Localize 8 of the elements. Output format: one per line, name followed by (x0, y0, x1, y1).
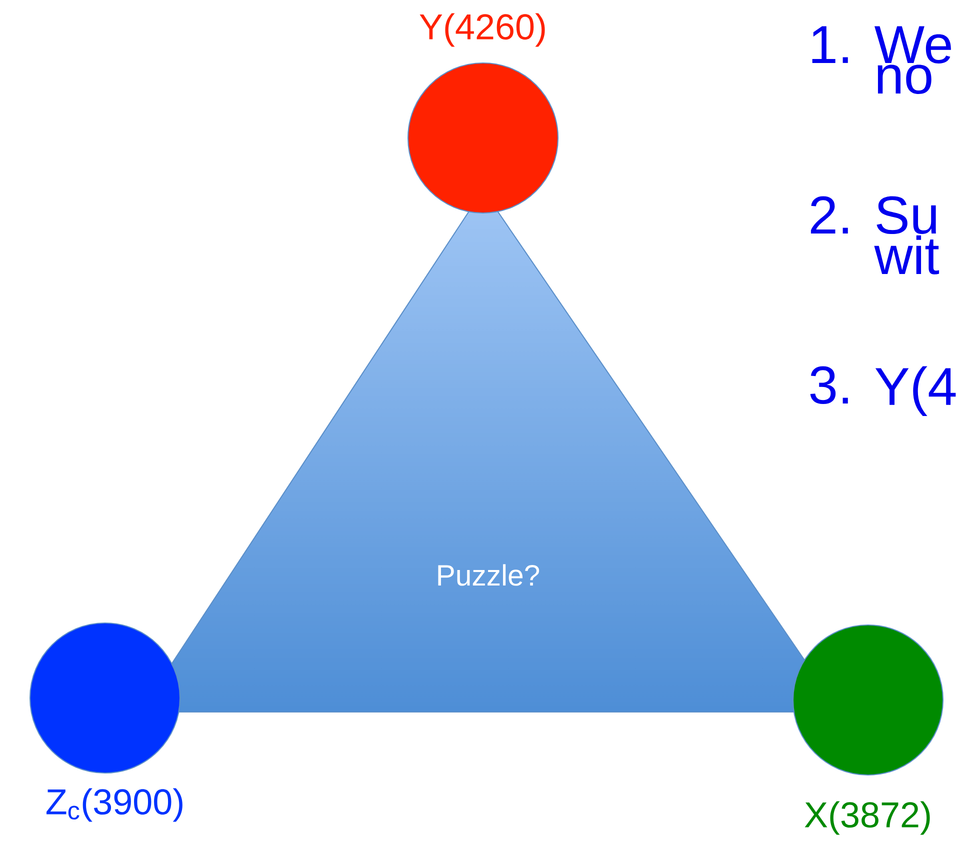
circle (29, 622, 181, 774)
circle (407, 62, 559, 214)
list-number: 1. (812, 26, 848, 63)
circle (792, 624, 944, 776)
list-text: We no (874, 26, 951, 94)
node-label: Y(4260) (420, 13, 545, 47)
node-label: X(3872) (804, 801, 930, 835)
node-label: Z$_{c}$(3900) (46, 788, 182, 822)
